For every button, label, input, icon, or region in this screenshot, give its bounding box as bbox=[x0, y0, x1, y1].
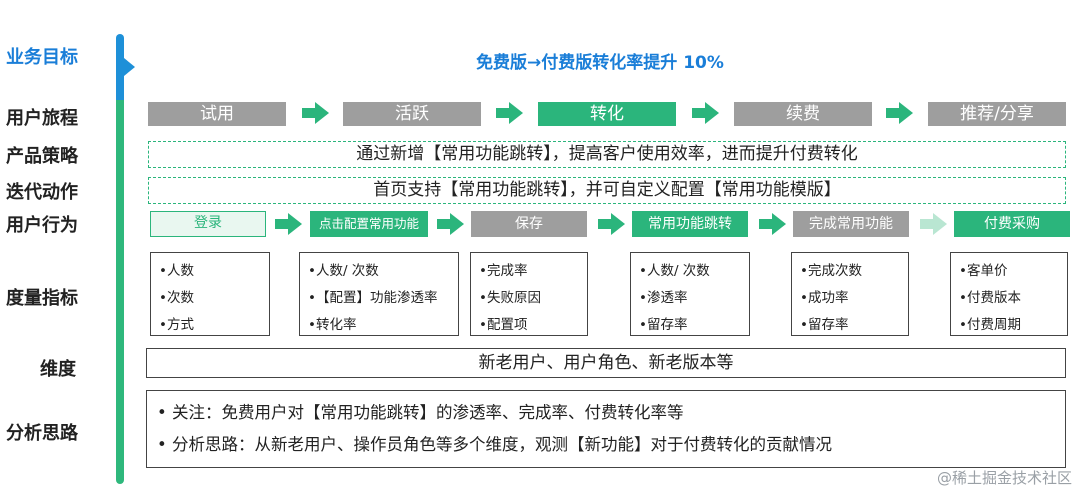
row-label-metrics: 度量指标 bbox=[6, 288, 78, 309]
metric-box-complete: •完成次数 •成功率 •留存率 bbox=[791, 252, 909, 336]
metric-item: •失败原因 bbox=[479, 290, 541, 306]
analysis-item: • 分析思路：从新老用户、操作员角色等多个维度，观测【新功能】对于付费转化的贡献… bbox=[157, 435, 832, 454]
behavior-save: 保存 bbox=[471, 211, 587, 237]
metric-item: •转化率 bbox=[308, 317, 357, 333]
metric-item: •渗透率 bbox=[639, 290, 688, 306]
behavior-complete: 完成常用功能 bbox=[793, 211, 909, 237]
metric-item: •方式 bbox=[159, 317, 194, 333]
metric-item: •付费版本 bbox=[959, 290, 1021, 306]
metric-box-login: •人数 •次数 •方式 bbox=[150, 252, 270, 336]
metric-item: •人数/ 次数 bbox=[308, 263, 379, 279]
iteration-action: 首页支持【常用功能跳转】，并可自定义配置【常用功能模版】 bbox=[148, 177, 1066, 204]
behavior-login: 登录 bbox=[150, 211, 266, 237]
metric-box-purchase: •客单价 •付费版本 •付费周期 bbox=[950, 252, 1068, 336]
row-label-analysis: 分析思路 bbox=[6, 423, 78, 444]
row-label-goal: 业务目标 bbox=[6, 47, 78, 68]
journey-stage-active: 活跃 bbox=[343, 102, 481, 126]
journey-stage-refer: 推荐/分享 bbox=[928, 102, 1066, 126]
metric-box-config: •人数/ 次数 •【配置】功能渗透率 •转化率 bbox=[299, 252, 459, 336]
behavior-config: 点击配置常用功能 bbox=[310, 211, 428, 237]
metric-box-save: •完成率 •失败原因 •配置项 bbox=[470, 252, 588, 336]
row-label-iteration: 迭代动作 bbox=[6, 182, 78, 203]
metric-item: •留存率 bbox=[800, 317, 849, 333]
metric-item: •付费周期 bbox=[959, 317, 1021, 333]
metric-item: •客单价 bbox=[959, 263, 1008, 279]
watermark: @稀土掘金技术社区 bbox=[936, 469, 1072, 487]
metric-item: •配置项 bbox=[479, 317, 528, 333]
metric-item: •【配置】功能渗透率 bbox=[308, 290, 438, 306]
journey-stage-renew: 续费 bbox=[734, 102, 872, 126]
business-goal: 免费版→付费版转化率提升 10% bbox=[476, 53, 724, 73]
dimension-box: 新老用户、用户角色、新老版本等 bbox=[146, 348, 1066, 378]
row-label-journey: 用户旅程 bbox=[6, 108, 78, 129]
metric-item: •留存率 bbox=[639, 317, 688, 333]
metric-box-jump: •人数/ 次数 •渗透率 •留存率 bbox=[630, 252, 750, 336]
metric-item: •人数 bbox=[159, 263, 194, 279]
behavior-jump: 常用功能跳转 bbox=[632, 211, 748, 237]
analysis-box: • 关注：免费用户对【常用功能跳转】的渗透率、完成率、付费转化率等 • 分析思路… bbox=[146, 390, 1066, 468]
journey-stage-convert: 转化 bbox=[538, 102, 676, 126]
metric-item: •成功率 bbox=[800, 290, 849, 306]
row-label-dimension: 维度 bbox=[40, 359, 76, 380]
behavior-purchase: 付费采购 bbox=[954, 211, 1070, 237]
product-strategy: 通过新增【常用功能跳转】，提高客户使用效率，进而提升付费转化 bbox=[148, 141, 1066, 168]
journey-stage-trial: 试用 bbox=[148, 102, 286, 126]
metric-item: •完成次数 bbox=[800, 263, 862, 279]
timeline-bar-top bbox=[116, 34, 124, 100]
analysis-item: • 关注：免费用户对【常用功能跳转】的渗透率、完成率、付费转化率等 bbox=[157, 403, 684, 422]
metric-item: •人数/ 次数 bbox=[639, 263, 710, 279]
timeline-bar-bottom bbox=[116, 100, 124, 484]
timeline-pointer bbox=[124, 58, 135, 76]
metric-item: •完成率 bbox=[479, 263, 528, 279]
row-label-strategy: 产品策略 bbox=[6, 146, 78, 167]
row-label-behavior: 用户行为 bbox=[6, 215, 78, 236]
metric-item: •次数 bbox=[159, 290, 194, 306]
